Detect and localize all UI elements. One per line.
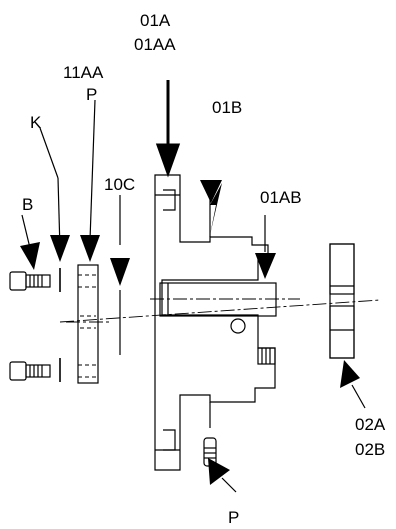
flange-body-01a [154, 174, 276, 471]
callout-p-bottom: P [228, 508, 239, 527]
arrow-head-k [50, 235, 70, 262]
callout-01aa: 01AA [134, 35, 176, 54]
arrow-01b [210, 183, 222, 235]
ring-02a [329, 243, 355, 359]
grease-fitting [203, 402, 217, 467]
arrow-head-02a [340, 360, 360, 388]
callout-11aa: 11AA [63, 63, 104, 82]
arrow-head-p-bottom [208, 458, 230, 485]
plate-11aa [66, 264, 110, 384]
arrow-head-01ab [255, 253, 276, 279]
bolt-lower [9, 361, 51, 381]
fitting [257, 347, 276, 365]
bolt-upper [9, 271, 51, 291]
arrow-head-10c [110, 258, 130, 286]
callout-b: B [22, 195, 33, 214]
arrow-head-11aa [80, 235, 100, 262]
arrow-head-01b [200, 180, 222, 203]
callout-10c: 10C [104, 175, 135, 194]
callout-01ab: 01AB [260, 188, 302, 207]
callout-01b: 01B [212, 98, 242, 117]
leader-k [39, 127, 59, 179]
callout-02a: 02A [355, 415, 386, 434]
main-centerline [59, 299, 381, 323]
shaft-01ab [150, 282, 300, 317]
arrow-01a [155, 80, 181, 178]
pin-hole [230, 318, 246, 334]
callout-k: K [30, 113, 42, 132]
arrow-head-b [20, 242, 40, 270]
callout-01a: 01A [140, 11, 171, 30]
callout-p-top: P [86, 85, 97, 104]
callout-02b: 02B [355, 440, 385, 459]
